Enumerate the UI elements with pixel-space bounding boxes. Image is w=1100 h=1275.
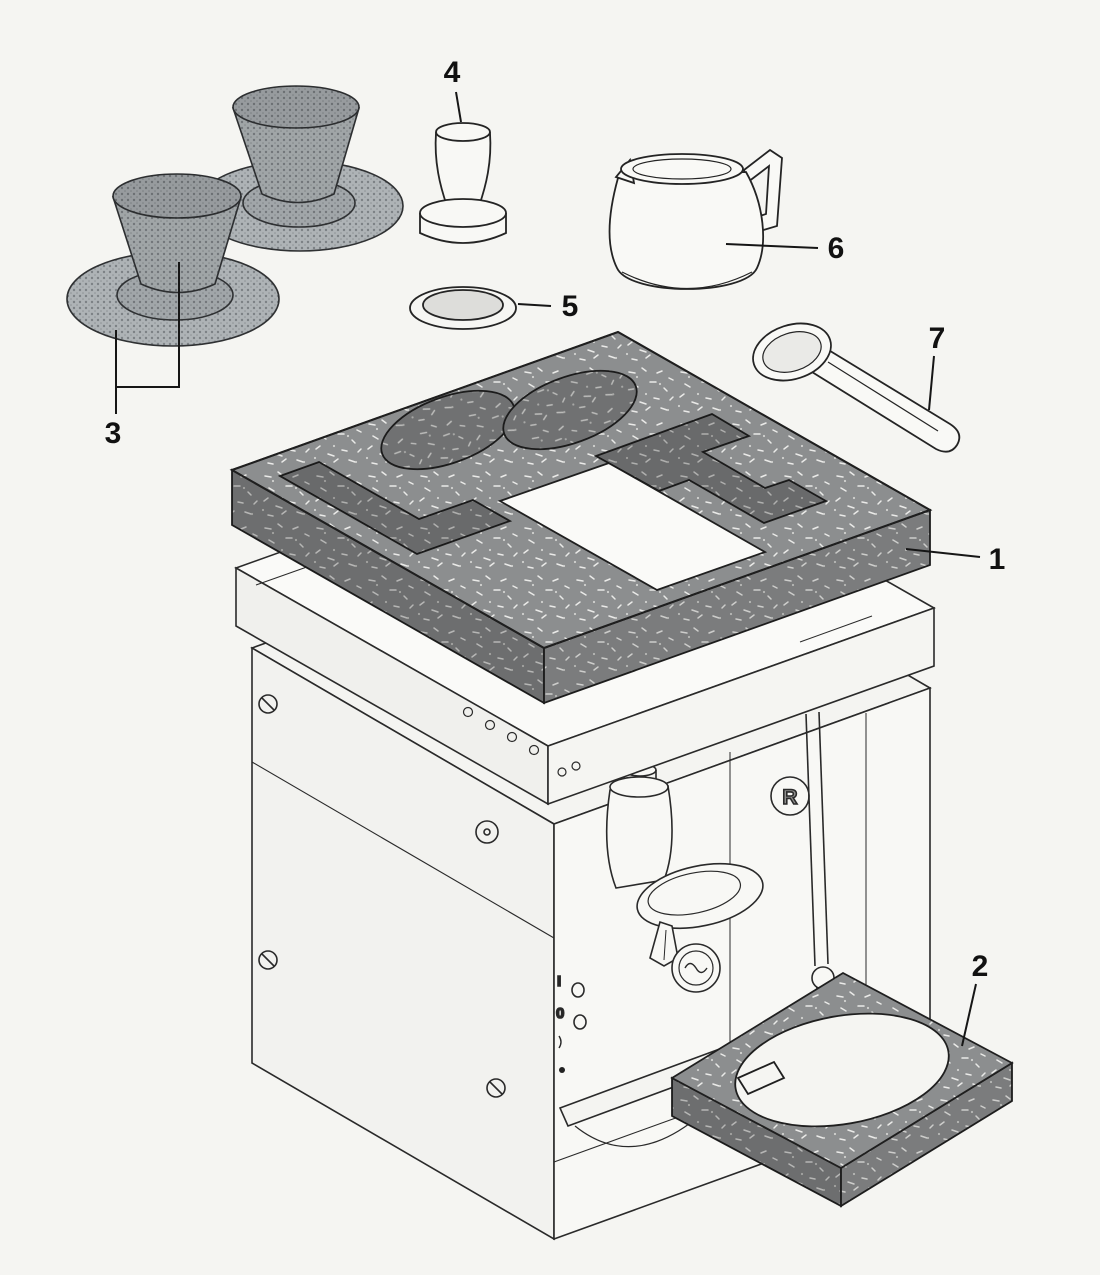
cup-front-shade bbox=[113, 197, 241, 293]
cup-front-rim bbox=[112, 173, 242, 219]
spoon-bowl bbox=[752, 322, 832, 382]
milk-pitcher bbox=[608, 148, 783, 290]
switch-light bbox=[573, 1014, 587, 1030]
cup-back-rim-shade bbox=[233, 86, 359, 128]
tray-window-cutout bbox=[497, 462, 768, 591]
brand-badge-letter: R bbox=[782, 786, 797, 809]
callout-2: 2 bbox=[961, 950, 989, 1047]
tamper-base-top bbox=[419, 198, 507, 228]
cup-recess bbox=[502, 369, 638, 451]
steam-symbol-icon bbox=[558, 1035, 562, 1049]
switch-light bbox=[571, 982, 585, 998]
tray-left-channel-cutout bbox=[277, 461, 513, 555]
tamper-handle bbox=[434, 132, 492, 207]
callout-5-label: 5 bbox=[562, 290, 579, 323]
spoon-bowl-inner bbox=[762, 331, 822, 373]
ring-inner bbox=[422, 289, 504, 321]
portafilter-inner bbox=[647, 870, 742, 916]
pitcher-rim-inner bbox=[632, 158, 732, 180]
callout-4-label: 4 bbox=[444, 56, 461, 89]
callout-7-label: 7 bbox=[929, 322, 946, 355]
callout-5: 5 bbox=[517, 290, 579, 323]
cup-front-body bbox=[111, 196, 243, 294]
lid-vent-holes bbox=[462, 706, 581, 777]
cup-back-rim bbox=[232, 85, 360, 129]
brand-badge: R bbox=[770, 776, 810, 816]
pitcher-bottom-line bbox=[621, 271, 753, 290]
foam-base-insert bbox=[670, 971, 1014, 1208]
lid-decor-line bbox=[799, 615, 873, 643]
callout-1-label: 1 bbox=[989, 543, 1006, 576]
tray-right-channel-cutout bbox=[593, 413, 829, 524]
screw-icon bbox=[486, 1078, 506, 1098]
machine-left-seam bbox=[251, 761, 555, 939]
gauge-logo-squiggle bbox=[684, 962, 708, 974]
group-column bbox=[605, 785, 673, 889]
panel-screws bbox=[258, 694, 506, 1098]
cups-with-saucers bbox=[66, 85, 404, 347]
power-switch-panel: I 0 bbox=[555, 972, 587, 1073]
callout-6: 6 bbox=[725, 232, 845, 265]
cup-front-rim-shade bbox=[113, 174, 241, 218]
screw-icon bbox=[258, 950, 278, 970]
lid-front-face bbox=[547, 606, 935, 806]
callout-3-label: 3 bbox=[105, 417, 122, 450]
portafilter bbox=[636, 862, 764, 930]
callout-6-label: 6 bbox=[828, 232, 845, 265]
brew-group bbox=[605, 763, 764, 993]
base-notch-cutout bbox=[736, 1060, 786, 1096]
cup-back-shade bbox=[233, 108, 359, 203]
switch-on-mark: I bbox=[557, 973, 561, 990]
measuring-spoon bbox=[752, 322, 961, 453]
cup-back-body bbox=[231, 107, 361, 204]
tamper bbox=[419, 122, 507, 244]
callout-2-label: 2 bbox=[972, 950, 989, 983]
gasket-ring bbox=[409, 286, 517, 330]
callout-7: 7 bbox=[928, 322, 946, 411]
base-circular-cutout bbox=[734, 1012, 950, 1128]
side-cap-center bbox=[483, 828, 491, 836]
group-column-top bbox=[609, 776, 669, 798]
gauge-inner bbox=[678, 950, 714, 986]
tamper-handle-top bbox=[435, 122, 491, 142]
switch-off-mark: 0 bbox=[556, 1005, 564, 1022]
ring-outer bbox=[409, 286, 517, 330]
lid-decor-line bbox=[805, 627, 879, 655]
side-cap bbox=[475, 820, 499, 844]
callouts: 1 2 3 4 5 6 7 bbox=[105, 56, 1006, 1047]
spoon-handle-innerline bbox=[827, 361, 939, 432]
screw-icon bbox=[258, 694, 278, 714]
callout-1: 1 bbox=[905, 543, 1006, 576]
callout-4: 4 bbox=[444, 56, 462, 123]
callout-3: 3 bbox=[105, 262, 180, 450]
drop-symbol-icon bbox=[559, 1067, 565, 1073]
pitcher-body bbox=[608, 171, 764, 290]
portafilter-spout bbox=[649, 920, 679, 967]
